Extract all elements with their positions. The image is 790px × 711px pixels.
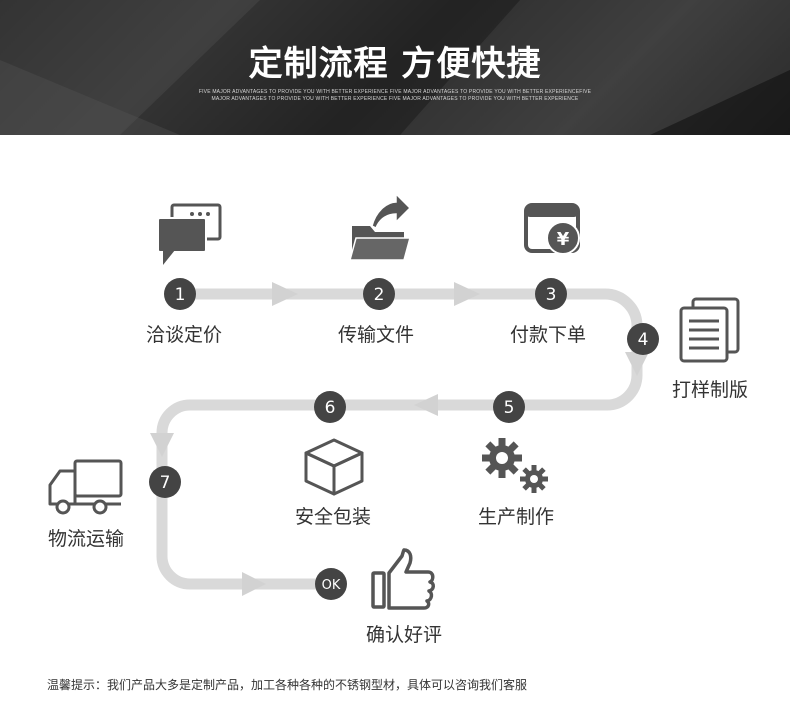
step-badges: 1 2 3 4 5 6 7 OK <box>149 278 659 600</box>
arrow-down-3 <box>625 352 649 376</box>
arrow-right-1 <box>272 282 298 306</box>
arrow-left-5 <box>414 394 438 416</box>
footer-tip: 温馨提示：我们产品大多是定制产品，加工各种各种的不锈钢型材，具体可以咨询我们客服 <box>47 678 528 692</box>
header-banner: 定制流程 方便快捷 FIVE MAJOR ADVANTAGES TO PROVI… <box>0 0 790 135</box>
step-label-2: 传输文件 <box>337 324 415 346</box>
banner-background <box>0 0 790 135</box>
step-label-ok: 确认好评 <box>365 624 443 646</box>
badge-4: 4 <box>627 323 659 355</box>
badge-7-text: 7 <box>160 473 171 493</box>
folder-transfer-icon <box>349 192 412 261</box>
arrow-right-7 <box>242 572 266 596</box>
badge-2-text: 2 <box>374 285 385 305</box>
flow-arrows <box>150 282 649 596</box>
package-box-icon <box>304 438 364 496</box>
step-label-1: 洽谈定价 <box>145 324 223 346</box>
badge-1-text: 1 <box>175 285 186 305</box>
step-label-7: 物流运输 <box>47 528 125 550</box>
banner-subtitle: FIVE MAJOR ADVANTAGES TO PROVIDE YOU WIT… <box>198 89 592 102</box>
step-label-5: 生产制作 <box>477 506 555 528</box>
badge-3: 3 <box>535 278 567 310</box>
badge-3-text: 3 <box>546 285 557 305</box>
gears-icon <box>482 438 548 493</box>
arrow-right-2 <box>454 282 480 306</box>
chat-bubbles-icon <box>157 203 222 265</box>
banner-title: 定制流程 方便快捷 <box>248 44 542 84</box>
badge-4-text: 4 <box>638 330 649 350</box>
yuan-payment-icon: ¥ <box>524 203 580 255</box>
badge-7: 7 <box>149 466 181 498</box>
badge-ok: OK <box>315 568 347 600</box>
document-stack-icon <box>679 297 740 363</box>
step-label-3: 付款下单 <box>509 324 587 346</box>
badge-5: 5 <box>493 391 525 423</box>
badge-6-text: 6 <box>325 398 336 418</box>
arrow-down-6 <box>150 433 174 457</box>
svg-text:¥: ¥ <box>557 229 570 250</box>
delivery-truck-icon <box>48 459 123 515</box>
thumbs-up-icon <box>371 548 435 610</box>
flow-path <box>156 288 643 590</box>
badge-ok-text: OK <box>322 578 341 593</box>
badge-5-text: 5 <box>504 398 515 418</box>
step-label-4: 打样制版 <box>671 379 749 401</box>
badge-6: 6 <box>314 391 346 423</box>
badge-1: 1 <box>164 278 196 310</box>
badge-2: 2 <box>363 278 395 310</box>
step-label-6: 安全包装 <box>294 506 372 528</box>
